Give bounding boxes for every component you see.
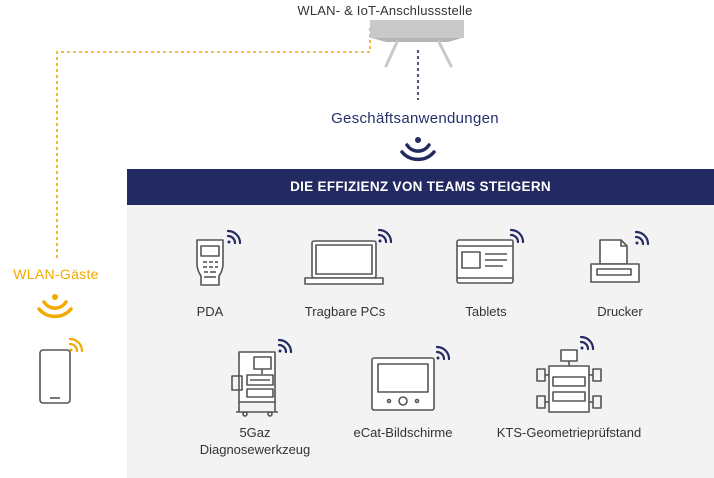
geometry-wifi-icon <box>579 335 595 351</box>
guest-connection-line <box>56 28 371 258</box>
printer-icon <box>590 239 640 283</box>
diagnostic-wifi-icon <box>277 338 293 354</box>
wifi-signal-icon <box>400 137 436 162</box>
access-point-icon <box>370 20 464 68</box>
monitor-icon <box>371 357 435 411</box>
business-apps-label: Geschäftsanwendungen <box>331 110 499 127</box>
device-label-tablets: Tablets <box>465 304 507 319</box>
diagnostic-tool-icon <box>231 351 278 417</box>
tablet-icon <box>456 239 514 284</box>
device-label-pda: PDA <box>196 304 224 319</box>
laptop-wifi-icon <box>377 228 393 244</box>
panel-title-banner: DIE EFFIZIENZ VON TEAMS STEIGERN <box>127 169 714 205</box>
monitor-wifi-icon <box>435 345 451 361</box>
pda-icon <box>196 239 224 286</box>
laptop-icon <box>304 240 384 285</box>
device-label-monitor: eCat-Bildschirme <box>353 425 453 440</box>
geometry-test-bench-icon <box>536 349 602 413</box>
device-label-printer: Drucker <box>597 304 643 319</box>
device-label-laptops: Tragbare PCs <box>304 304 386 319</box>
smartphone-icon <box>39 349 71 404</box>
device-label-geometry: KTS-Geometrieprüfstand <box>496 425 642 440</box>
access-point-label: WLAN- & IoT-Anschlussstelle <box>297 3 473 18</box>
guest-wifi-icon <box>37 294 73 319</box>
guests-label: WLAN-Gäste <box>13 266 99 282</box>
pda-wifi-icon <box>226 229 242 245</box>
printer-wifi-icon <box>634 230 650 246</box>
smartphone-wifi-icon <box>68 337 84 353</box>
device-label-diagnostic-line2: Diagnosewerkzeug <box>199 442 311 457</box>
device-label-diagnostic-line1: 5Gaz <box>239 425 271 440</box>
